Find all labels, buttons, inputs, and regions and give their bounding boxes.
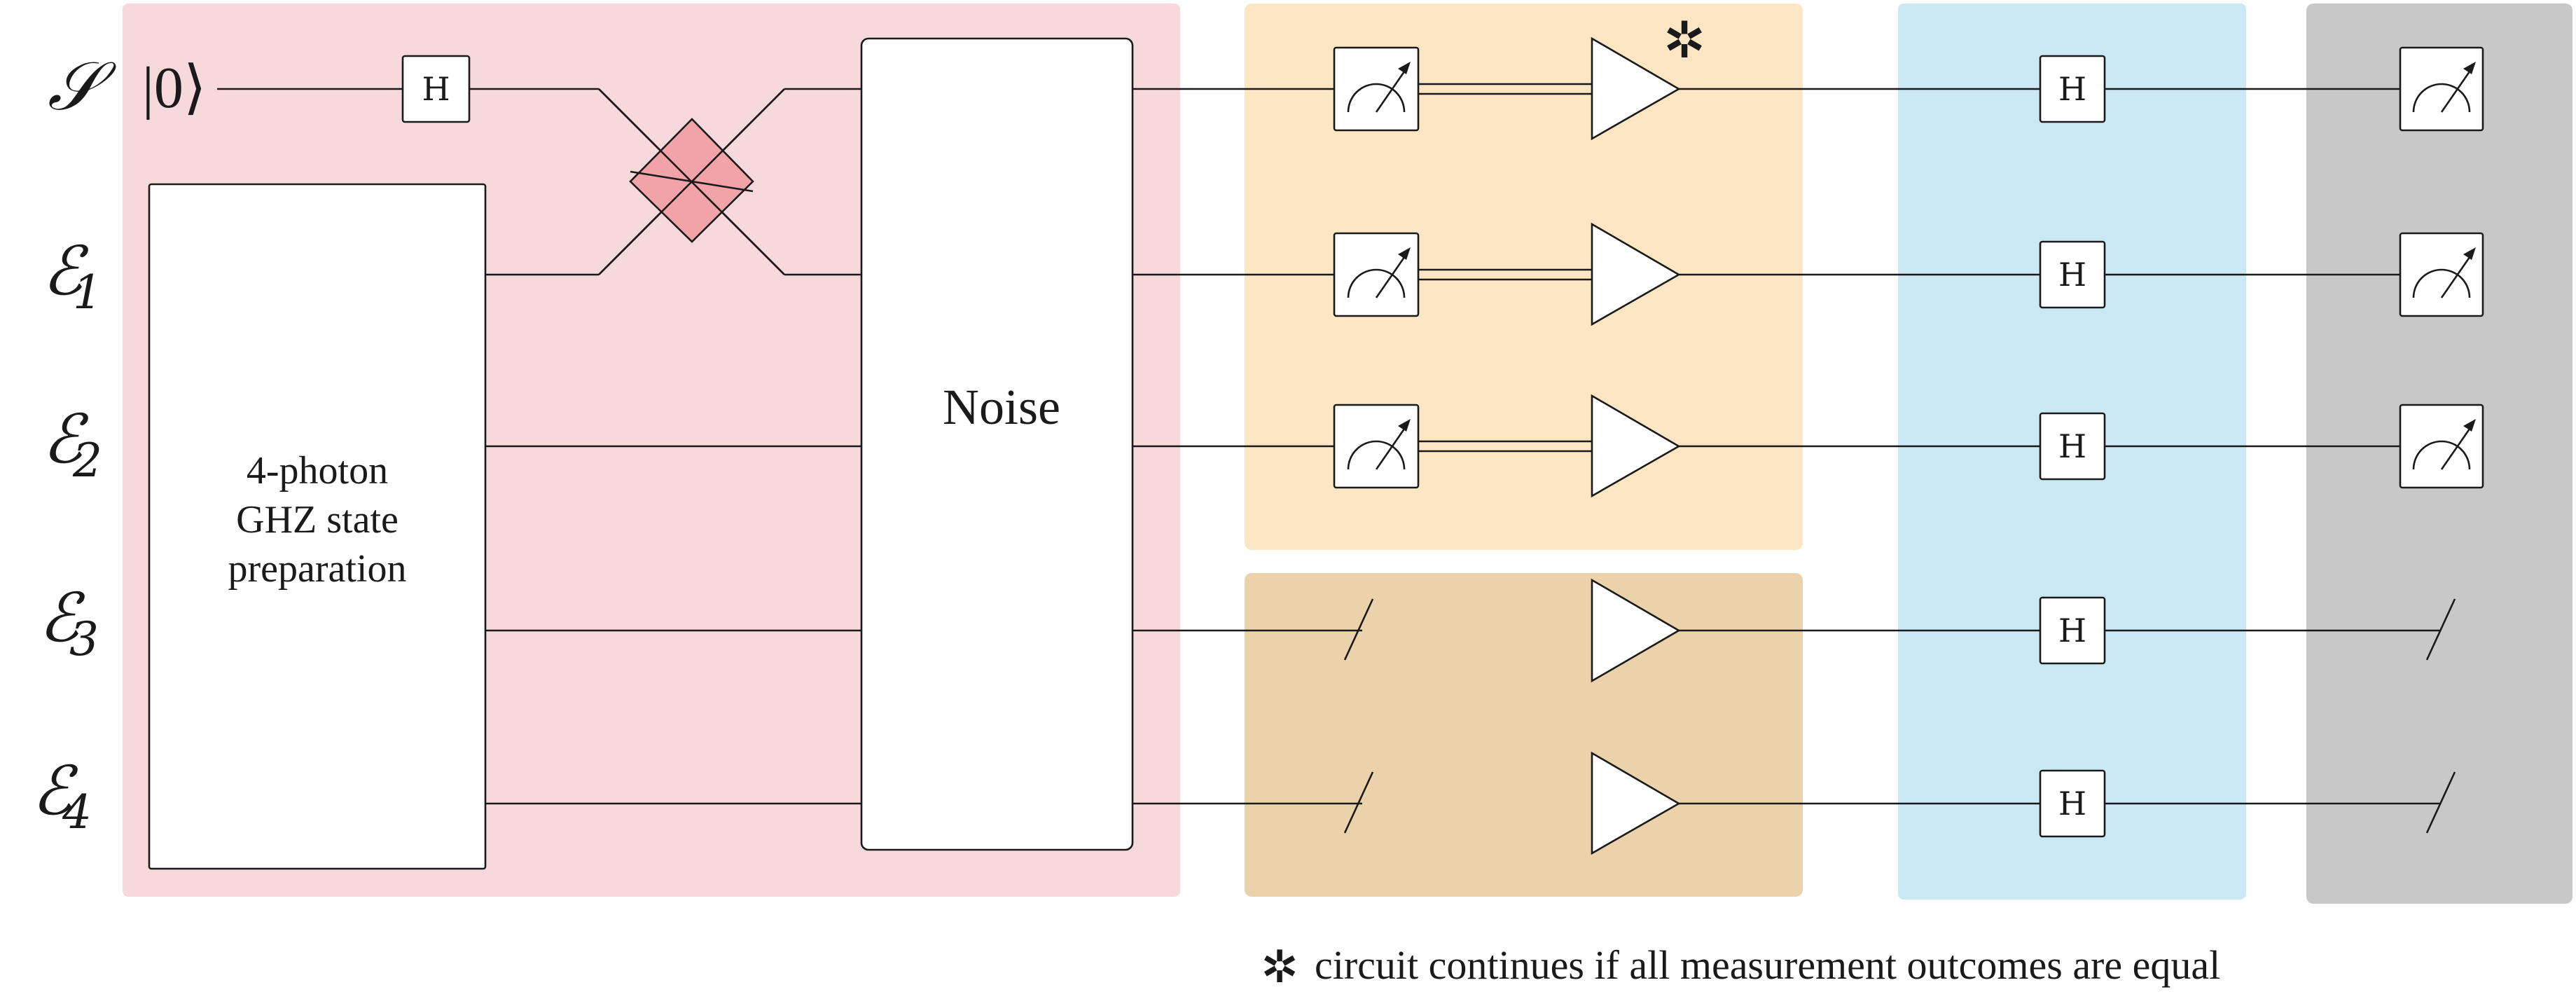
footnote-star-icon: ✲ xyxy=(1261,942,1299,992)
svg-text:4: 4 xyxy=(62,785,92,839)
qubit-label-e2: ℰ 2 xyxy=(42,400,102,488)
measurement-meter-e1 xyxy=(1333,232,1420,317)
hadamard-gate-e3: H xyxy=(2039,596,2106,665)
svg-text:ℰ: ℰ xyxy=(42,232,89,310)
ghz-preparation-box: 4-photon GHZ state preparation xyxy=(148,183,487,870)
qubit-label-e4: ℰ 4 xyxy=(32,752,92,839)
swap-gate xyxy=(598,88,785,275)
svg-text:preparation: preparation xyxy=(228,547,407,591)
svg-text:2: 2 xyxy=(72,434,102,488)
measurement-meter-e2 xyxy=(1333,404,1420,489)
final-discard-slash-e4 xyxy=(2425,771,2456,834)
svg-text:4-photon: 4-photon xyxy=(247,449,388,492)
stage-measurement-background xyxy=(1245,4,1803,550)
svg-text:ℰ: ℰ xyxy=(32,752,78,830)
svg-text:ℰ: ℰ xyxy=(42,400,89,478)
hadamard-gate-prep: H xyxy=(401,55,471,123)
final-meter-e2 xyxy=(2399,404,2484,489)
hadamard-gate-e4: H xyxy=(2039,769,2106,838)
svg-text:ℰ: ℰ xyxy=(39,579,85,657)
hadamard-gate-e1: H xyxy=(2039,240,2106,309)
hadamard-gate-s: H xyxy=(2039,55,2106,123)
svg-text:H: H xyxy=(2058,427,2086,465)
footnote-text: circuit continues if all measurement out… xyxy=(1315,942,2220,988)
stage-discard-background xyxy=(1245,573,1803,897)
postselection-star-icon: ✲ xyxy=(1663,13,1705,69)
final-meter-e1 xyxy=(2399,232,2484,317)
measurement-meter-s xyxy=(1333,46,1420,132)
svg-text:H: H xyxy=(2058,70,2086,108)
svg-text:H: H xyxy=(2058,256,2086,294)
classical-wire-e2 xyxy=(1418,440,1592,453)
ket-zero: |0⟩ xyxy=(142,55,207,120)
qubit-label-e3: ℰ 3 xyxy=(39,579,99,666)
postselection-triangle-e4 xyxy=(1591,751,1681,855)
postselection-triangle-e2 xyxy=(1591,394,1681,498)
final-discard-slash-e3 xyxy=(2425,598,2456,661)
svg-text:H: H xyxy=(422,70,450,108)
svg-text:H: H xyxy=(2058,612,2086,649)
noise-box: Noise xyxy=(860,37,1134,851)
classical-wire-e1 xyxy=(1418,268,1592,281)
discard-slash-e4 xyxy=(1334,771,1374,834)
svg-text:3: 3 xyxy=(69,612,99,666)
footnote: ✲ circuit continues if all measurement o… xyxy=(1261,942,2220,992)
final-meter-s xyxy=(2399,46,2484,132)
postselection-triangle-s xyxy=(1591,36,1681,141)
postselection-triangle-e1 xyxy=(1591,222,1681,326)
svg-text:Noise: Noise xyxy=(943,379,1060,435)
svg-text:1: 1 xyxy=(73,266,102,319)
qubit-label-e1: ℰ 1 xyxy=(42,232,102,319)
hadamard-gate-e2: H xyxy=(2039,412,2106,481)
svg-text:H: H xyxy=(2058,785,2086,822)
classical-wire-s xyxy=(1418,83,1592,95)
svg-text:GHZ state: GHZ state xyxy=(236,498,399,542)
qubit-label-s: 𝒮 xyxy=(48,47,117,125)
discard-slash-e3 xyxy=(1334,598,1374,661)
postselection-triangle-e3 xyxy=(1591,578,1681,683)
